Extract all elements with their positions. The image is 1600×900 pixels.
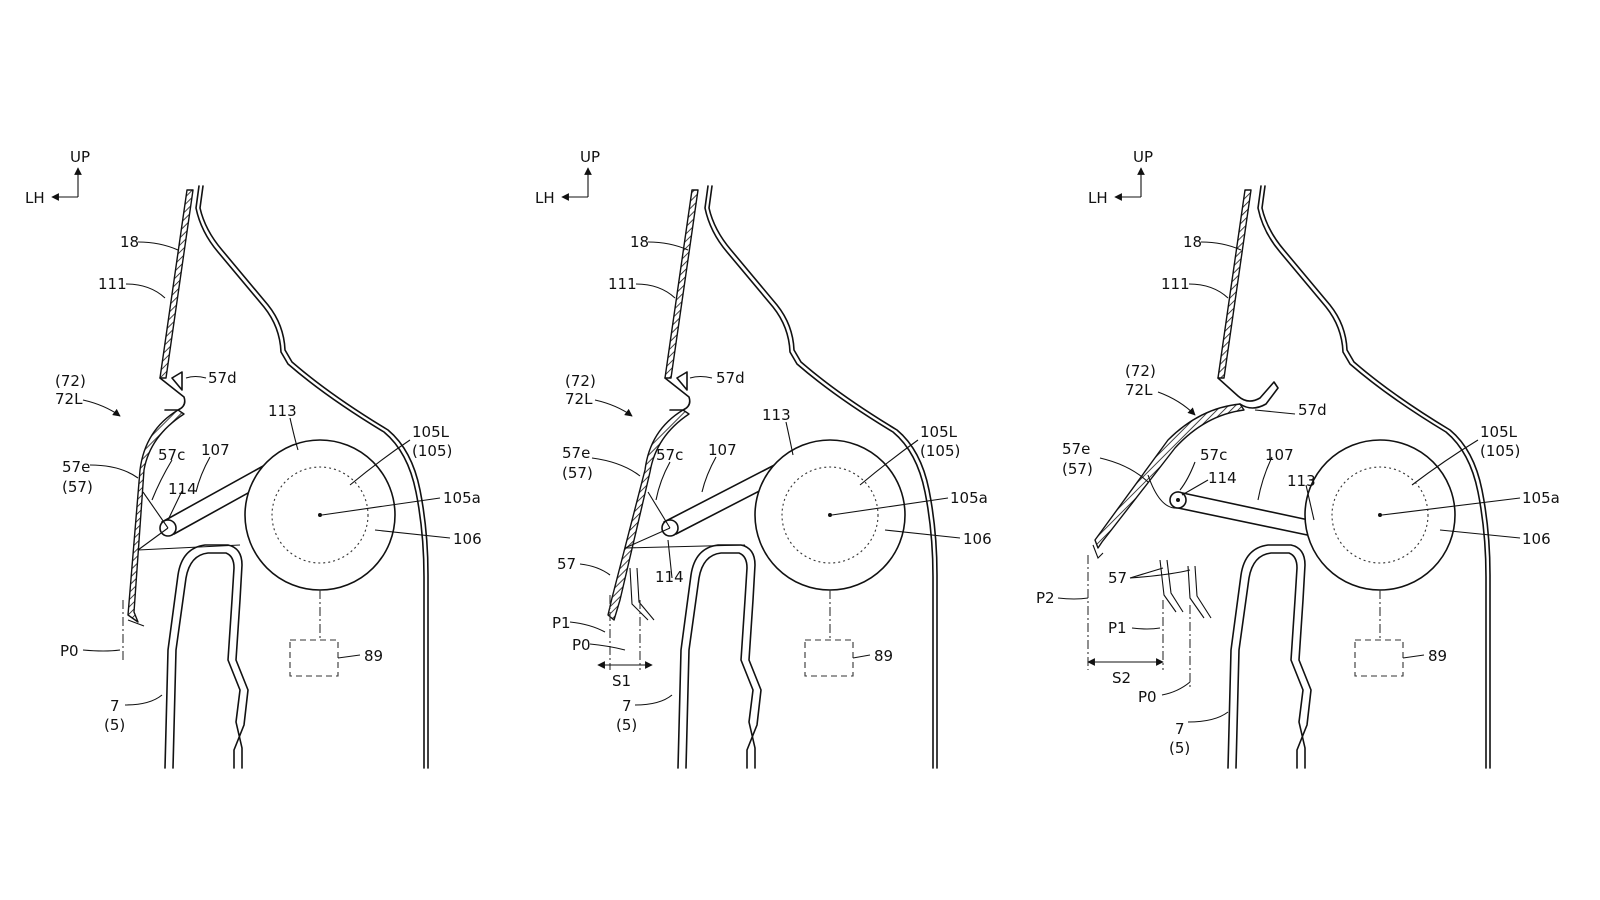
label-57e: 57e: [1062, 440, 1090, 458]
label-5: (5): [104, 716, 125, 734]
label-72: (72): [55, 372, 86, 390]
lh-label: LH: [25, 189, 45, 207]
label-57e: 57e: [562, 444, 590, 462]
label-P2: P2: [1036, 589, 1055, 607]
bracket-57d: [1217, 377, 1279, 409]
controller-89: [289, 639, 339, 677]
controller-89: [804, 639, 854, 677]
label-P0: P0: [60, 642, 79, 660]
label-114: 114: [168, 480, 197, 498]
label-106: 106: [453, 530, 482, 548]
label-106: 106: [1522, 530, 1551, 548]
label-S2: S2: [1112, 669, 1131, 687]
lh-label: LH: [535, 189, 555, 207]
lh-label: LH: [1088, 189, 1108, 207]
cowl-panel-18: [199, 185, 429, 769]
label-113: 113: [762, 406, 791, 424]
actuator-106: [754, 439, 906, 677]
label-89: 89: [364, 647, 383, 665]
label-7: 7: [622, 697, 632, 715]
cowl-panel-18: [1261, 185, 1491, 769]
label-105L: 105L: [412, 423, 450, 441]
label-72: (72): [565, 372, 596, 390]
label-72L: 72L: [1125, 381, 1153, 399]
hood-flap-57e: [607, 409, 690, 621]
label-105: (105): [412, 442, 452, 460]
windshield-panel-111: [159, 189, 194, 379]
label-18: 18: [1183, 233, 1202, 251]
panel-1: UP LH: [25, 148, 482, 769]
up-label: UP: [580, 148, 600, 166]
label-105: (105): [920, 442, 960, 460]
label-114: 114: [1208, 469, 1237, 487]
label-107: 107: [201, 441, 230, 459]
label-P1: P1: [552, 614, 571, 632]
label-57d: 57d: [1298, 401, 1327, 419]
label-105: (105): [1480, 442, 1520, 460]
label-7: 7: [110, 697, 120, 715]
hood-flap-57e: [127, 409, 185, 623]
label-S1: S1: [612, 672, 631, 690]
label-57: (57): [562, 464, 593, 482]
fender-7: [677, 544, 762, 769]
label-105L: 105L: [920, 423, 958, 441]
label-72L: 72L: [55, 390, 83, 408]
windshield-panel-111: [664, 189, 699, 379]
fender-7: [1227, 544, 1312, 769]
label-57: (57): [62, 478, 93, 496]
label-107: 107: [1265, 446, 1294, 464]
label-57-lower: 57: [1108, 569, 1127, 587]
direction-indicator: UP LH: [1088, 148, 1153, 207]
label-57: (57): [1062, 460, 1093, 478]
label-57d: 57d: [716, 369, 745, 387]
label-P0: P0: [572, 636, 591, 654]
label-57e: 57e: [62, 458, 90, 476]
label-P0: P0: [1138, 688, 1157, 706]
label-57c: 57c: [1200, 446, 1227, 464]
direction-indicator: UP LH: [25, 148, 90, 207]
label-72: (72): [1125, 362, 1156, 380]
label-105a: 105a: [443, 489, 481, 507]
up-label: UP: [1133, 148, 1153, 166]
label-113: 113: [268, 402, 297, 420]
label-57c: 57c: [158, 446, 185, 464]
actuator-106: [244, 439, 396, 677]
windshield-panel-111: [1217, 189, 1252, 379]
label-107: 107: [708, 441, 737, 459]
label-57c: 57c: [656, 446, 683, 464]
label-89: 89: [874, 647, 893, 665]
label-105L: 105L: [1480, 423, 1518, 441]
hood-flap-57e: [1094, 403, 1245, 549]
fender-7: [164, 544, 249, 769]
label-18: 18: [630, 233, 649, 251]
cowl-panel-18: [708, 185, 938, 769]
up-label: UP: [70, 148, 90, 166]
label-113: 113: [1287, 472, 1316, 490]
label-106: 106: [963, 530, 992, 548]
label-57-lower: 57: [557, 555, 576, 573]
label-105a: 105a: [1522, 489, 1560, 507]
label-72L: 72L: [565, 390, 593, 408]
panel-2: UP LH: [535, 148, 992, 769]
label-57d: 57d: [208, 369, 237, 387]
controller-89: [1354, 639, 1404, 677]
direction-indicator: UP LH: [535, 148, 600, 207]
label-111: 111: [98, 275, 127, 293]
label-7: 7: [1175, 720, 1185, 738]
panel-3: UP LH: [1036, 148, 1560, 769]
label-5: (5): [616, 716, 637, 734]
label-89: 89: [1428, 647, 1447, 665]
actuator-106: [1304, 439, 1456, 677]
label-5: (5): [1169, 739, 1190, 757]
label-111: 111: [608, 275, 637, 293]
label-P1: P1: [1108, 619, 1127, 637]
label-105a: 105a: [950, 489, 988, 507]
label-111: 111: [1161, 275, 1190, 293]
label-18: 18: [120, 233, 139, 251]
label-114: 114: [655, 568, 684, 586]
